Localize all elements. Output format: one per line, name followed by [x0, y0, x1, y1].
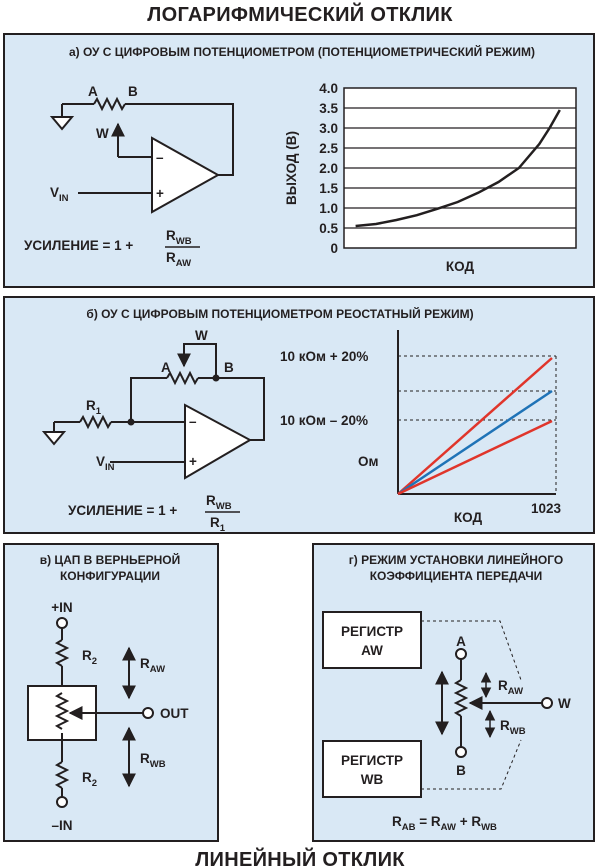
r1-label: R1 [86, 398, 102, 417]
gain-num-a: RWB [166, 228, 192, 247]
panel-a: а) ОУ С ЦИФРОВЫМ ПОТЕНЦИОМЕТРОМ (ПОТЕНЦИ… [3, 33, 595, 288]
log-chart: 4.0 3.5 3.0 2.5 2.0 1.5 1.0 0.5 0 ВЫХОД (В) КОД [284, 81, 577, 274]
top-title: ЛОГАРИФМИЧЕСКИЙ ОТКЛИК [147, 2, 453, 26]
label-high: 10 кОм + 20% [280, 349, 368, 364]
chart-grid [344, 107, 576, 229]
chart-xlabel: КОД [446, 259, 475, 274]
potentiometer-b-resistor [166, 370, 199, 386]
pin-a-label-b: A [161, 360, 171, 375]
chart-y-tick-label: 0 [330, 241, 338, 256]
register-aw-box [322, 611, 422, 669]
chart-y-tick-label: 2.5 [319, 141, 338, 156]
pot-d-resistor [453, 679, 469, 717]
opamp-minus: – [156, 150, 164, 165]
potentiometer-a-resistor [93, 96, 126, 112]
opamp-b-minus: – [189, 414, 197, 429]
vin-label: VIN [50, 185, 69, 204]
rheostat-xend: 1023 [531, 501, 562, 516]
panel-c: в) ЦАП В ВЕРНЬЕРНОЙ КОНФИГУРАЦИИ +IN –IN… [3, 543, 219, 842]
pin-a-terminal [455, 648, 467, 660]
pin-w-label-d: W [558, 696, 571, 711]
chart-y-ticks: 4.0 3.5 3.0 2.5 2.0 1.5 1.0 0.5 0 [319, 81, 338, 256]
reg-wb-line1: РЕГИСТР [341, 753, 403, 768]
minus-in-label: –IN [51, 818, 72, 833]
gain-den-b: R1 [210, 515, 226, 534]
gain-den-a: RAW [166, 250, 191, 269]
rheostat-chart: 10 кОм + 20% 10 кОм – 20% Ом КОД 1023 [280, 330, 562, 525]
dac-resistor [54, 692, 70, 730]
raw-label-c: RAW [140, 656, 165, 675]
chart-y-tick-label: 2.0 [319, 161, 338, 176]
chart-y-tick-label: 0.5 [319, 221, 338, 236]
pin-b-terminal [455, 746, 467, 758]
vin-label-b: VIN [96, 454, 115, 473]
chart-y-tick-label: 3.0 [319, 121, 338, 136]
chart-y-tick-label: 3.5 [319, 101, 338, 116]
pin-b-label: B [128, 84, 138, 99]
pin-b-label-b: B [224, 360, 234, 375]
bottom-title: ЛИНЕЙНЫЙ ОТКЛИК [195, 847, 405, 868]
plus-in-label: +IN [51, 600, 72, 615]
out-label: OUT [160, 706, 189, 721]
pin-w-terminal [541, 697, 553, 709]
rheostat-xlabel: КОД [454, 510, 483, 525]
chart-series-line [355, 109, 561, 228]
reg-aw-line1: РЕГИСТР [341, 624, 403, 639]
label-low: 10 кОм – 20% [280, 413, 368, 428]
panel-b-title: б) ОУ С ЦИФРОВЫМ ПОТЕНЦИОМЕТРОМ РЕОСТАТН… [86, 306, 473, 321]
opamp-b-plus: + [189, 454, 197, 469]
pin-a-label-d: A [456, 634, 466, 649]
opamp-plus: + [156, 186, 164, 201]
r2-bottom-label: R2 [82, 770, 97, 789]
r1-resistor [79, 414, 112, 430]
panel-a-circuit [49, 96, 234, 214]
rab-equation: RAB = RAW + RWB [392, 814, 497, 833]
pin-b-label-d: B [456, 763, 466, 778]
out-terminal [142, 707, 154, 719]
gain-formula-a: УСИЛЕНИЕ = 1 + [24, 238, 133, 253]
panel-c-title-2: КОНФИГУРАЦИИ [60, 569, 160, 583]
panel-a-title: а) ОУ С ЦИФРОВЫМ ПОТЕНЦИОМЕТРОМ (ПОТЕНЦИ… [69, 44, 535, 59]
r2-top-label: R2 [82, 648, 97, 667]
panel-b-circuit [41, 343, 265, 480]
chart-y-tick-label: 4.0 [319, 81, 338, 96]
pin-w-label: W [96, 126, 109, 141]
panel-d-title-1: г) РЕЖИМ УСТАНОВКИ ЛИНЕЙНОГО [349, 552, 563, 567]
r2-top-resistor [54, 639, 70, 667]
rwb-label-c: RWB [140, 751, 166, 770]
chart-y-tick-label: 1.0 [319, 201, 338, 216]
plus-in-terminal [56, 617, 68, 629]
line-high-tolerance [397, 357, 553, 495]
register-wb-box [322, 740, 422, 798]
gain-num-b: RWB [206, 493, 232, 512]
pin-w-label-b: W [195, 328, 208, 343]
line-low-tolerance [397, 419, 553, 496]
reg-aw-line2: AW [361, 643, 383, 658]
raw-label-d: RAW [498, 678, 523, 697]
minus-in-terminal [56, 796, 68, 808]
panel-c-title-1: в) ЦАП В ВЕРНЬЕРНОЙ [40, 552, 181, 567]
gain-formula-b: УСИЛЕНИЕ = 1 + [68, 503, 177, 518]
line-nominal [397, 389, 553, 496]
pin-a-label: A [88, 84, 98, 99]
label-ohm: Ом [358, 454, 379, 469]
panel-d-title-2: КОЭФФИЦИЕНТА ПЕРЕДАЧИ [370, 569, 543, 583]
r2-bottom-resistor [54, 761, 70, 789]
chart-ylabel: ВЫХОД (В) [284, 131, 299, 205]
reg-wb-line2: WB [361, 772, 384, 787]
panel-d: г) РЕЖИМ УСТАНОВКИ ЛИНЕЙНОГО КОЭФФИЦИЕНТ… [312, 543, 595, 842]
chart-y-tick-label: 1.5 [319, 181, 338, 196]
panel-b: б) ОУ С ЦИФРОВЫМ ПОТЕНЦИОМЕТРОМ РЕОСТАТН… [3, 296, 595, 534]
rwb-label-d: RWB [500, 718, 526, 737]
